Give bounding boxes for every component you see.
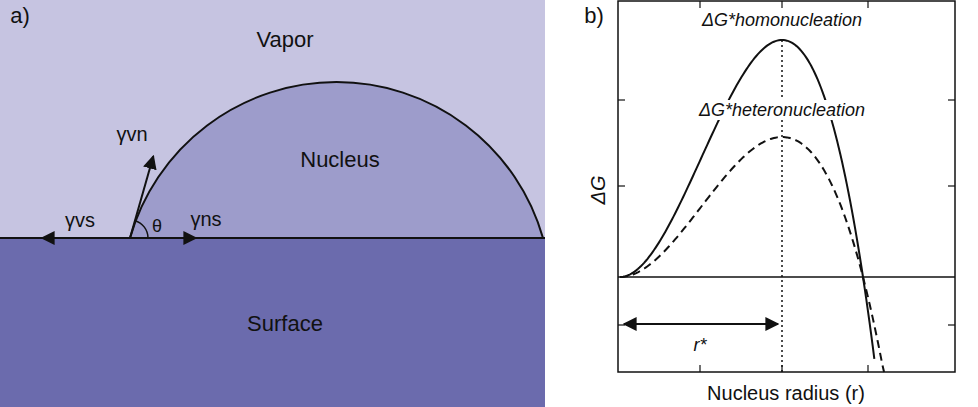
axis-title: Nucleus radius (r) [707,383,865,403]
panel-letter: b) [584,5,604,27]
axis-ticks [618,1,955,372]
tension-label: γns [190,209,221,229]
region-label: Nucleus [300,149,379,171]
zero-line [618,276,955,278]
critical-radius-arrow [624,323,778,325]
energy-chart [618,1,955,372]
nucleus-surface-vector [130,237,196,239]
critical-radius-line [781,40,783,372]
homonucleation-curve [620,40,874,359]
radius-label: r* [694,336,707,354]
axis-title: ΔG [588,176,608,205]
barrier-label: ΔG*homonucleation [702,11,862,29]
tension-label: γvn [116,124,147,144]
panel-letter: a) [10,5,30,27]
region-label: Surface [247,313,323,335]
region-label: Vapor [256,29,313,51]
angle-label: θ [152,217,162,235]
plot-frame [618,1,955,372]
heteronucleation-curve [620,137,884,372]
force-vectors [42,156,196,238]
surface-line [0,237,545,239]
contact-angle-arc [135,221,148,238]
barrier-label: ΔG*heteronucleation [696,100,868,120]
vapor-surface-vector [42,237,130,239]
vapor-nucleus-vector [130,156,153,238]
surface-region: Surface [0,238,545,407]
tension-label: γvs [65,210,95,230]
